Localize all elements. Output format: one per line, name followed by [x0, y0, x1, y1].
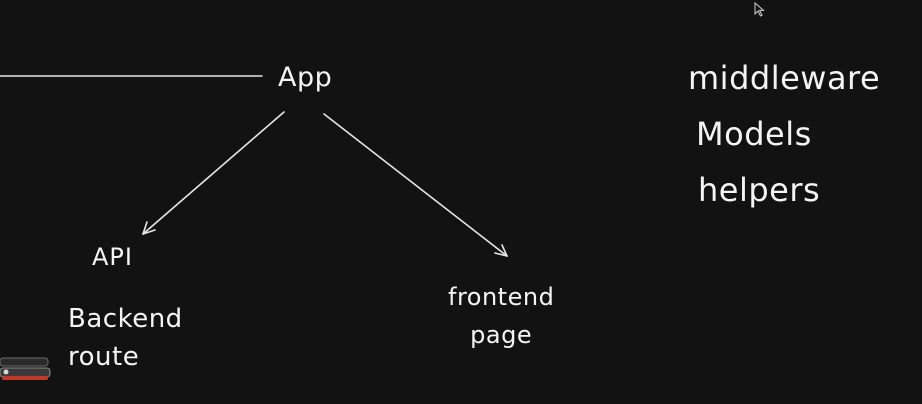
frontend-line-2: page	[470, 321, 533, 349]
arrow-app-to-api[interactable]	[142, 111, 285, 235]
side-note-list[interactable]: middleware Models helpers	[688, 50, 880, 218]
frontend-line-1: frontend	[448, 283, 555, 311]
node-app[interactable]: App	[278, 62, 333, 93]
side-note-middleware: middleware	[688, 59, 881, 97]
backend-line-2: route	[68, 342, 140, 372]
node-api[interactable]: API	[92, 243, 133, 271]
mouse-cursor-icon	[754, 2, 765, 17]
node-frontend-page[interactable]: frontend page	[448, 278, 554, 354]
side-note-helpers: helpers	[698, 171, 821, 209]
node-backend-route[interactable]: Backend route	[68, 300, 183, 376]
pen-tool-icon[interactable]	[0, 352, 52, 386]
side-note-models: Models	[696, 115, 812, 153]
backend-line-1: Backend	[68, 304, 183, 334]
arrow-app-to-frontend[interactable]	[323, 113, 508, 257]
